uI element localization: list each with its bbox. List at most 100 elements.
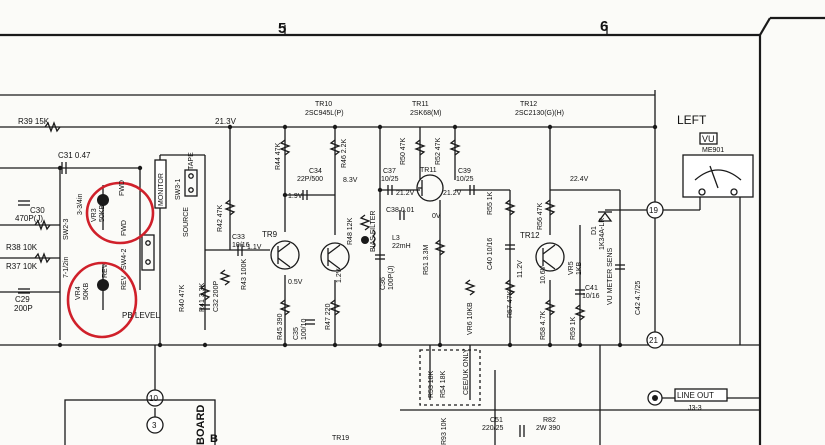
label-r38: R38 10K xyxy=(6,243,38,252)
label-node-3: 3 xyxy=(152,421,157,430)
label-c37-value: 10/25 xyxy=(381,176,399,183)
label-v19: 1.9V xyxy=(288,193,303,200)
label-c32: C32 200P xyxy=(213,281,220,312)
label-r37: R37 10K xyxy=(6,262,38,271)
label-tr11-part: 2SK68(M) xyxy=(410,110,442,117)
label-tr19: TR19 xyxy=(332,435,349,442)
label-sw2-speed-b: 7-1/2in xyxy=(63,256,70,278)
transistor-tr9 xyxy=(270,240,300,270)
label-c29-name: C29 xyxy=(15,295,30,304)
label-r55: R55 1K xyxy=(487,191,494,215)
label-r93: R93 10K xyxy=(441,417,448,445)
label-c34-name: C34 xyxy=(309,168,322,175)
monitor-box xyxy=(154,159,167,209)
label-r41: R41 3.3K xyxy=(199,282,206,312)
label-sw3-tape: TAPE xyxy=(188,152,195,170)
label-vr6: VR6 10KB xyxy=(467,302,474,335)
label-vu-meter-sens: VU METER SENS xyxy=(607,247,614,305)
switch-sw4 xyxy=(141,234,155,271)
label-c36-name: C36 xyxy=(380,277,387,290)
label-sw4: SW4-2 xyxy=(121,249,128,271)
label-v0: 0V xyxy=(432,213,441,220)
label-line-out: LINE OUT xyxy=(677,391,714,400)
vu-label-box xyxy=(699,132,718,145)
label-c30-value: 470P(J) xyxy=(15,214,43,223)
label-r56: R56 47K xyxy=(537,202,544,230)
label-vr3-value: 50KB xyxy=(99,205,106,222)
label-sw2-name: SW2-3 xyxy=(63,219,70,241)
label-v83: 8.3V xyxy=(343,177,358,184)
bias-filter-inductor xyxy=(361,229,376,249)
label-rev-mid: REV xyxy=(102,263,109,278)
capacitors xyxy=(18,162,625,437)
label-vr5-name: VR5 xyxy=(568,261,575,275)
label-c33-volt: 1.1V xyxy=(247,244,262,251)
potentiometer-vr4 xyxy=(97,265,109,310)
label-pb-level: PB LEVEL xyxy=(122,311,160,320)
label-v05: 0.5V xyxy=(288,279,303,286)
label-v224: 22.4V xyxy=(570,176,589,183)
vu-meter xyxy=(682,154,754,198)
label-tr12-part: 2SC2130(G)(H) xyxy=(515,110,564,117)
label-c51-name: C51 xyxy=(490,417,503,424)
label-c33-value: 10/16 xyxy=(232,242,250,249)
label-r42: R42 47K xyxy=(217,204,224,232)
label-r43: R43 100K xyxy=(241,259,248,290)
board-b-box xyxy=(64,399,216,445)
label-r82-value: 2W 390 xyxy=(536,425,560,432)
label-node-19: 19 xyxy=(649,206,658,215)
label-left-channel: LEFT xyxy=(677,113,707,127)
label-c41-value: 10/16 xyxy=(582,293,600,300)
label-c35-name: C35 xyxy=(293,327,300,340)
label-vr4-value: 50KB xyxy=(83,283,90,300)
junction-dots xyxy=(57,124,658,348)
label-c29-value: 200P xyxy=(14,304,33,313)
label-r50: R50 47K xyxy=(400,137,407,165)
connector-3 xyxy=(146,416,164,434)
label-d1-part: 1K34A-LR xyxy=(599,218,606,250)
highlight-circle-vr3 xyxy=(85,181,155,245)
grid-number-5: 5 xyxy=(278,20,286,37)
potentiometer-vr3 xyxy=(97,185,109,230)
label-r53: R53 18K xyxy=(428,370,435,398)
label-tr12-name: TR12 xyxy=(520,101,537,108)
label-c38: C38 0.01 xyxy=(386,207,415,214)
label-v112: 11.2V xyxy=(517,260,524,278)
label-c42: C42 4.7/25 xyxy=(635,281,642,315)
label-r54: R54 18K xyxy=(440,370,447,398)
connector-19 xyxy=(646,201,664,219)
label-tr11-name: TR11 xyxy=(412,101,429,108)
label-node-10: 10 xyxy=(149,394,158,403)
label-r59: R59 1K xyxy=(570,316,577,340)
label-board-letter: B xyxy=(210,433,218,445)
label-c35-value: 100/10 xyxy=(301,318,308,340)
label-v12a: 1.2V xyxy=(336,268,343,283)
label-tr12-body: TR12 xyxy=(520,231,540,240)
label-r58: R58 4.7K xyxy=(540,310,547,340)
label-v212b: 21.2V xyxy=(443,190,462,197)
label-tr9: TR9 xyxy=(262,230,278,239)
label-c40: C40 10/16 xyxy=(487,238,494,270)
label-node-21: 21 xyxy=(649,336,658,345)
frame xyxy=(0,16,825,445)
label-d1-name: D1 xyxy=(591,226,598,235)
label-fwd-lower: FWD xyxy=(121,220,128,236)
transistor-tr10 xyxy=(320,242,350,272)
label-rev-lower: REV xyxy=(121,275,128,290)
label-tr10-name: TR10 xyxy=(315,101,332,108)
label-sw3-source: SOURCE xyxy=(183,207,190,237)
label-c33-name: C33 xyxy=(232,234,245,241)
label-c39-value: 10/25 xyxy=(456,176,474,183)
connector-10 xyxy=(146,389,164,407)
label-c36-value: 100P(J) xyxy=(388,265,395,290)
label-r82-name: R82 xyxy=(543,417,556,424)
label-tr11-body: TR11 xyxy=(420,167,437,174)
label-c30-name: C30 xyxy=(30,206,45,215)
label-meter-part: ME901 xyxy=(702,147,724,154)
label-r47: R47 220 xyxy=(325,303,332,330)
label-r45: R45 390 xyxy=(277,313,284,340)
label-c41-name: C41 xyxy=(585,285,598,292)
switch-sw3 xyxy=(184,169,198,197)
label-c37-name: C37 xyxy=(383,168,396,175)
